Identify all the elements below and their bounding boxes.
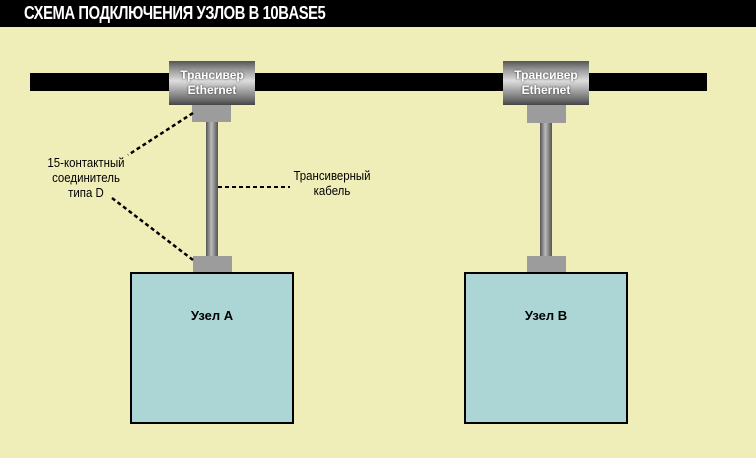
transceiver-cable-b xyxy=(540,123,552,256)
transceiver-a: Трансивер Ethernet xyxy=(169,61,255,105)
annotation-line: Трансиверный xyxy=(293,168,371,183)
connector-bottom-b xyxy=(527,256,566,272)
annotation-line: соединитель xyxy=(52,170,120,185)
node-label: Узел A xyxy=(190,308,234,323)
annotation-line: кабель xyxy=(313,183,351,198)
transceiver-label: Трансивер xyxy=(514,68,578,82)
connector-annotation: 15-контактный соединитель типа D xyxy=(42,155,130,200)
connector-bottom-a xyxy=(193,256,232,272)
annotation-line: типа D xyxy=(68,185,104,200)
transceiver-b: Трансивер Ethernet xyxy=(503,61,589,105)
transceiver-cable-a xyxy=(206,122,218,256)
node-b: Узел B xyxy=(464,272,628,424)
transceiver-label: Ethernet xyxy=(187,83,237,97)
connector-top-a xyxy=(192,105,231,122)
node-label: Узел B xyxy=(524,308,568,323)
annotation-line: 15-контактный xyxy=(47,155,125,170)
title-bar: СХЕМА ПОДКЛЮЧЕНИЯ УЗЛОВ В 10BASE5 xyxy=(0,0,756,27)
cable-annotation: Трансиверный кабель xyxy=(290,168,374,198)
transceiver-label: Трансивер xyxy=(180,68,244,82)
diagram-title: СХЕМА ПОДКЛЮЧЕНИЯ УЗЛОВ В 10BASE5 xyxy=(24,3,326,23)
connector-leader-bottom xyxy=(111,197,194,261)
transceiver-label: Ethernet xyxy=(521,83,571,97)
connector-top-b xyxy=(527,105,566,123)
connector-leader-top xyxy=(127,111,194,157)
node-a: Узел A xyxy=(130,272,294,424)
